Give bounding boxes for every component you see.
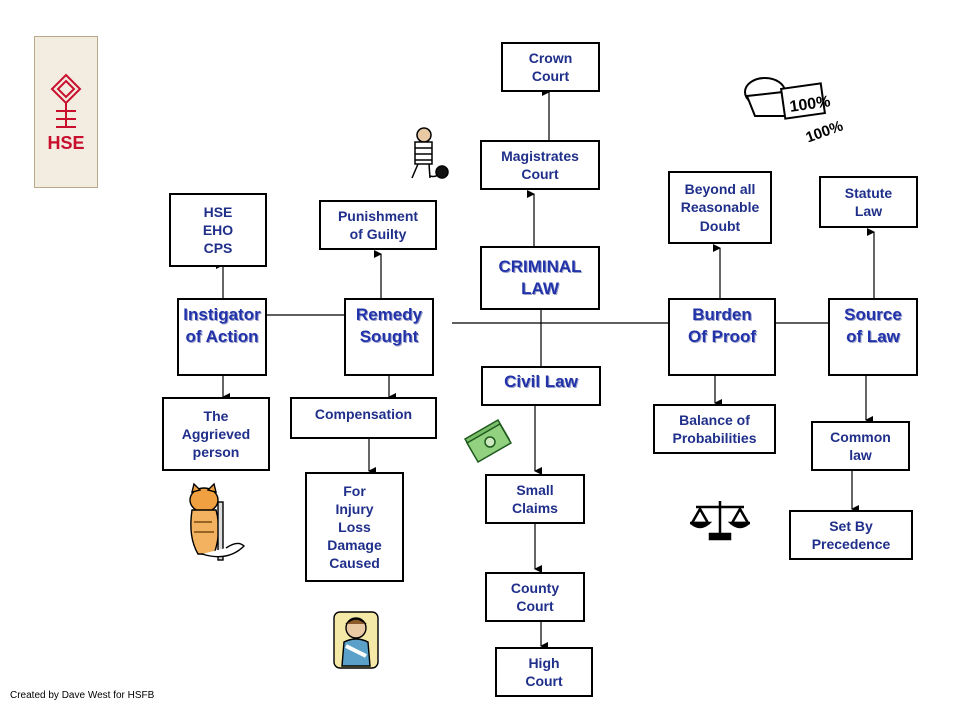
credit-text: Created by Dave West for HSFB: [10, 690, 155, 701]
magistrates-court-box: Magistrates Court: [480, 140, 600, 190]
beyond-reasonable-doubt-box: Beyond all Reasonable Doubt: [668, 171, 772, 244]
remedy-sought-box: Remedy Sought: [344, 298, 434, 376]
set-by-precedence-box: Set By Precedence: [789, 510, 913, 560]
compensation-box: Compensation: [290, 397, 437, 439]
injured-man-icon: [333, 611, 379, 669]
criminal-law-box: CRIMINAL LAW: [480, 246, 600, 310]
source-of-law-box: Source of Law: [828, 298, 918, 376]
instigator-of-action-box: Instigator of Action: [177, 298, 267, 376]
statute-law-box: Statute Law: [819, 176, 918, 228]
stamp-text-top: 100%: [789, 93, 832, 116]
hse-eho-cps-box: HSE EHO CPS: [169, 193, 267, 267]
injured-cat-icon: [189, 482, 245, 561]
punishment-of-guilty-box: Punishment of Guilty: [319, 200, 437, 250]
common-law-box: Common law: [811, 421, 910, 471]
scales-of-justice-icon: [690, 501, 750, 541]
high-court-box: High Court: [495, 647, 593, 697]
hse-logo-text: HSE: [47, 132, 85, 153]
stamp-text-bottom: 100%: [804, 117, 846, 142]
crown-court-box: Crown Court: [501, 42, 600, 92]
small-claims-box: Small Claims: [485, 474, 585, 524]
hse-crest-icon: [50, 73, 82, 128]
prisoner-with-ball-and-chain-icon: [411, 127, 449, 179]
stamp-100-percent-icon: 100% 100%: [744, 77, 846, 142]
injury-loss-damage-box: For Injury Loss Damage Caused: [305, 472, 404, 582]
aggrieved-person-box: The Aggrieved person: [162, 397, 270, 471]
county-court-box: County Court: [485, 572, 585, 622]
civil-law-box: Civil Law: [481, 366, 601, 406]
balance-of-probabilities-box: Balance of Probabilities: [653, 404, 776, 454]
hse-logo: HSE: [34, 36, 98, 188]
money-stack-icon: [464, 418, 512, 464]
burden-of-proof-box: Burden Of Proof: [668, 298, 776, 376]
